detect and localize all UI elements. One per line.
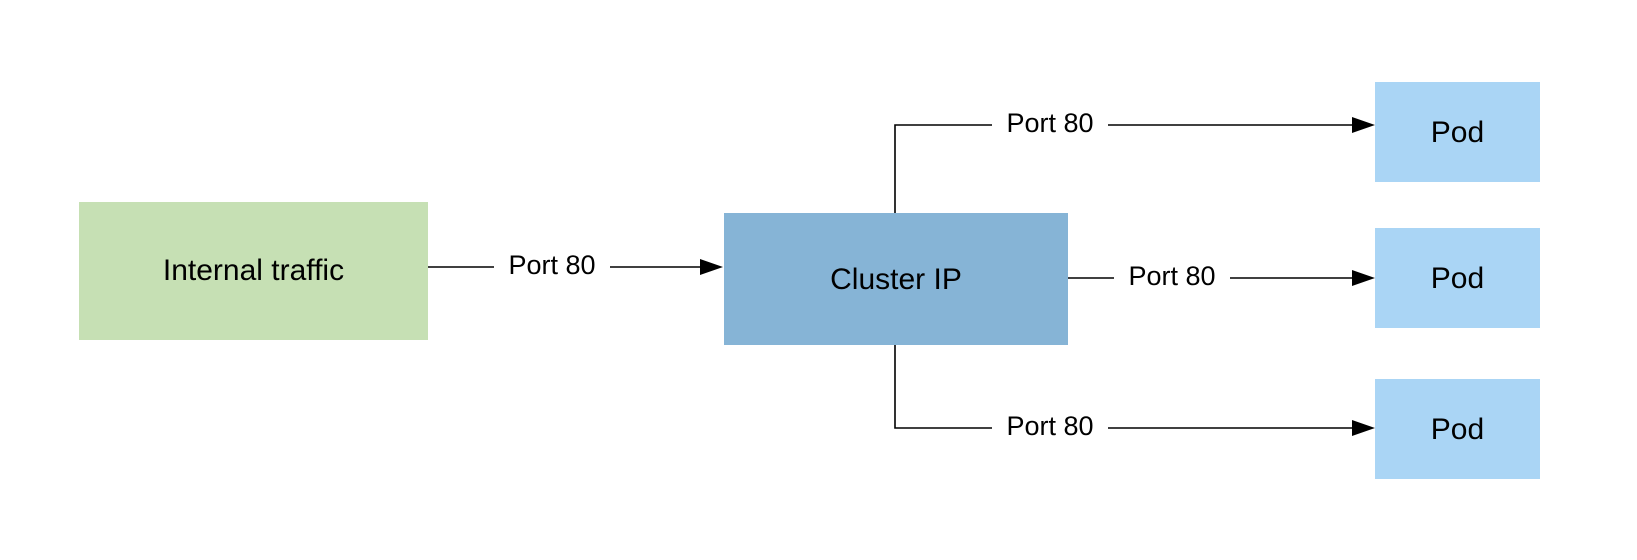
node-pod-1-label: Pod xyxy=(1431,116,1484,149)
edge-label-backdrop xyxy=(494,249,610,285)
node-internal-traffic-box[interactable] xyxy=(79,202,428,340)
arrowhead-clusterip-to-pod-1 xyxy=(1352,117,1375,133)
node-pod-1-box[interactable] xyxy=(1375,82,1540,182)
edge-line-clusterip-to-pod-3 xyxy=(894,345,1352,429)
node-cluster-ip-label: Cluster IP xyxy=(830,263,962,296)
edge-label-clusterip-to-pod-1: Port 80 xyxy=(1006,108,1093,138)
edge-internal-to-clusterip: Port 80 xyxy=(428,249,723,285)
node-internal-traffic[interactable]: Internal traffic xyxy=(79,202,428,340)
node-pod-1[interactable]: Pod xyxy=(1375,82,1540,182)
node-pod-3[interactable]: Pod xyxy=(1375,379,1540,479)
node-cluster-ip[interactable]: Cluster IP xyxy=(724,213,1068,345)
edge-clusterip-to-pod-3: Port 80 xyxy=(894,345,1375,446)
edge-label-backdrop xyxy=(992,107,1108,143)
edge-label-backdrop xyxy=(1114,260,1230,296)
edge-label-clusterip-to-pod-3: Port 80 xyxy=(1006,411,1093,441)
arrowhead-clusterip-to-pod-3 xyxy=(1352,420,1375,436)
arrowhead-internal-to-clusterip xyxy=(700,259,723,275)
node-pod-3-box[interactable] xyxy=(1375,379,1540,479)
node-internal-traffic-label: Internal traffic xyxy=(163,254,344,287)
edge-line-clusterip-to-pod-1 xyxy=(894,124,1352,213)
arrowhead-clusterip-to-pod-2 xyxy=(1352,270,1375,286)
edge-label-internal-to-clusterip: Port 80 xyxy=(508,250,595,280)
edge-clusterip-to-pod-1: Port 80 xyxy=(894,107,1375,213)
node-pod-3-label: Pod xyxy=(1431,413,1484,446)
node-cluster-ip-box[interactable] xyxy=(724,213,1068,345)
node-pod-2-box[interactable] xyxy=(1375,228,1540,328)
node-pod-2[interactable]: Pod xyxy=(1375,228,1540,328)
edge-label-clusterip-to-pod-2: Port 80 xyxy=(1128,261,1215,291)
edge-label-backdrop xyxy=(992,410,1108,446)
edge-clusterip-to-pod-2: Port 80 xyxy=(1068,260,1375,296)
node-pod-2-label: Pod xyxy=(1431,262,1484,295)
